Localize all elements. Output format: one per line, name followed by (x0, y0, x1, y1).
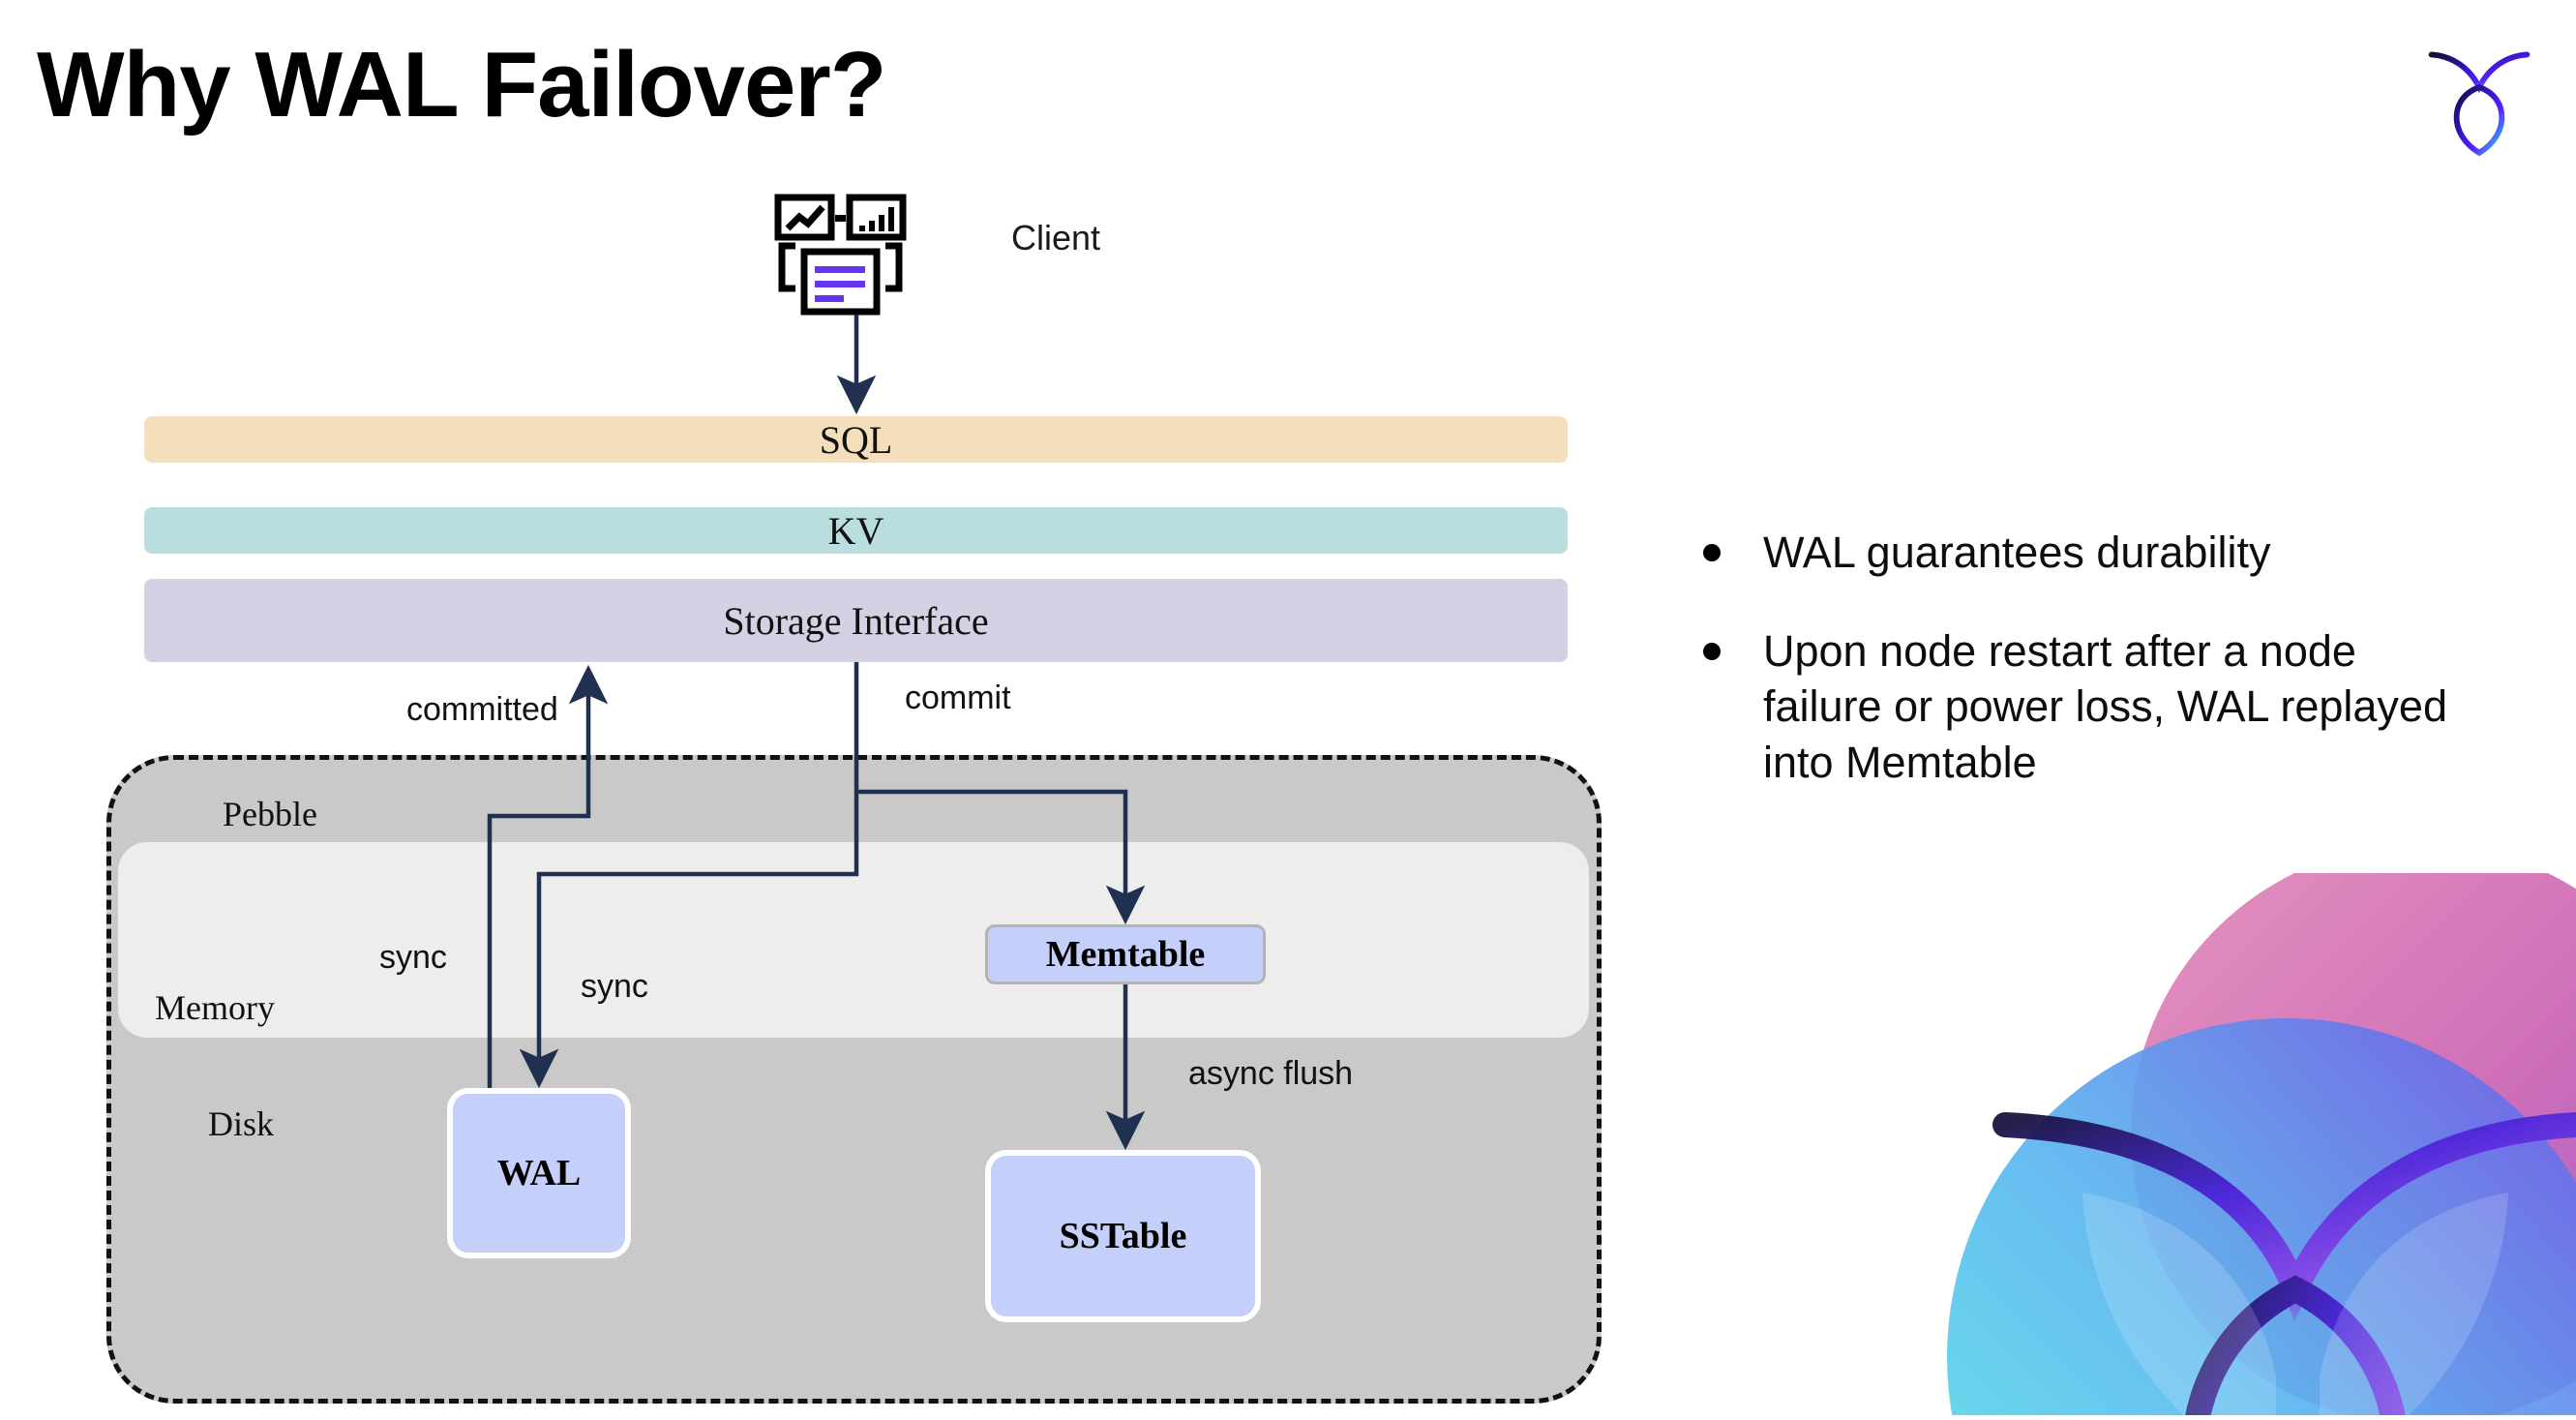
pebble-label: Pebble (223, 795, 317, 833)
bullet-text: Upon node restart after a node failure o… (1763, 625, 2447, 787)
edge-label-commit: commit (905, 680, 1011, 716)
layer-bar-kv[interactable]: KV (144, 507, 1568, 554)
node-sstable[interactable]: SSTable (985, 1150, 1261, 1322)
client-label: Client (1011, 218, 1101, 257)
bullet-text: WAL guarantees durability (1763, 528, 2271, 577)
node-memtable[interactable]: Memtable (985, 924, 1266, 984)
layer-bar-sql[interactable]: SQL (144, 416, 1568, 463)
architecture-diagram: Client SQL KV Storage Interface Pebble M… (106, 194, 1602, 1404)
bullet-list: WAL guarantees durability Upon node rest… (1703, 525, 2477, 832)
disk-label: Disk (208, 1104, 275, 1143)
diagram-edges (487, 315, 1146, 1151)
edge-label-sync-1: sync (379, 939, 447, 976)
list-item: WAL guarantees durability (1703, 525, 2477, 581)
edge-label-committed: committed (406, 691, 558, 728)
bullet-dot-icon (1703, 544, 1721, 561)
memory-label: Memory (155, 988, 275, 1027)
node-wal[interactable]: WAL (447, 1088, 631, 1258)
client-dashboard-icon (774, 194, 929, 329)
page-title: Why WAL Failover? (37, 33, 886, 136)
edge-label-sync-2: sync (581, 968, 648, 1005)
layer-bar-storage-interface[interactable]: Storage Interface (144, 579, 1568, 662)
cockroachdb-logo-icon (2416, 32, 2542, 158)
decorative-logo-artwork (1841, 873, 2576, 1415)
edge-label-async-flush: async flush (1188, 1055, 1354, 1092)
bullet-dot-icon (1703, 642, 1721, 660)
list-item: Upon node restart after a node failure o… (1703, 623, 2477, 791)
